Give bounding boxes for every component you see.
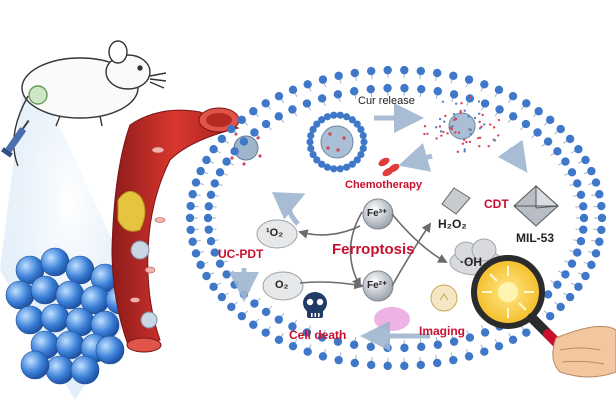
syringe-icon xyxy=(1,119,30,158)
skull-icon xyxy=(303,292,327,318)
arrow-fe3-to-oh xyxy=(391,213,448,263)
hydroxyl-label: ·OH xyxy=(460,255,482,269)
fe3-label: Fe³⁺ xyxy=(367,208,388,219)
bulb-icon xyxy=(430,284,458,312)
arrow-o2-to-fe2 xyxy=(299,279,364,290)
chemotherapy-label: Chemotherapy xyxy=(345,179,423,191)
mil53-label: MIL-53 xyxy=(516,231,555,245)
fe2-label: Fe²⁺ xyxy=(367,280,388,291)
cdt-label: CDT xyxy=(484,197,509,211)
arrow-to-chemo xyxy=(398,142,433,172)
singlet-oxygen-bubble xyxy=(256,219,298,249)
tumor-cluster-icon xyxy=(5,247,135,385)
cur-release-label: Cur release xyxy=(358,95,415,107)
singlet-oxygen-label: ¹O₂ xyxy=(266,227,284,239)
oxygen-bubble xyxy=(262,271,304,301)
blood-vessel-icon xyxy=(111,107,240,353)
arrow-fe3-to-fe2 xyxy=(349,211,363,288)
uc-pdt-label: UC-PDT xyxy=(218,247,264,261)
arrow-to-mil53 xyxy=(497,139,528,173)
arrow-fe2-to-h2o2 xyxy=(391,222,432,287)
cell-death-label: Cell death xyxy=(289,328,347,342)
cur-release-particles xyxy=(423,95,501,154)
hand-icon xyxy=(552,325,616,378)
h2o2-label: H₂O₂ xyxy=(438,217,467,231)
drug-icon xyxy=(378,157,400,177)
h2o2-crystal-icon xyxy=(441,187,471,215)
arrow-fe3-to-1o2 xyxy=(298,225,361,239)
imaging-blob xyxy=(374,307,410,331)
o2-label: O₂ xyxy=(275,279,289,291)
liposome-icon xyxy=(306,111,368,173)
cell-membrane xyxy=(185,65,607,371)
ferroptosis-label: Ferroptosis xyxy=(332,241,415,258)
mouse-icon xyxy=(13,40,167,167)
imaging-label: Imaging xyxy=(419,324,466,338)
octahedron-icon xyxy=(513,184,560,227)
arrow-to-singlet xyxy=(271,192,306,226)
